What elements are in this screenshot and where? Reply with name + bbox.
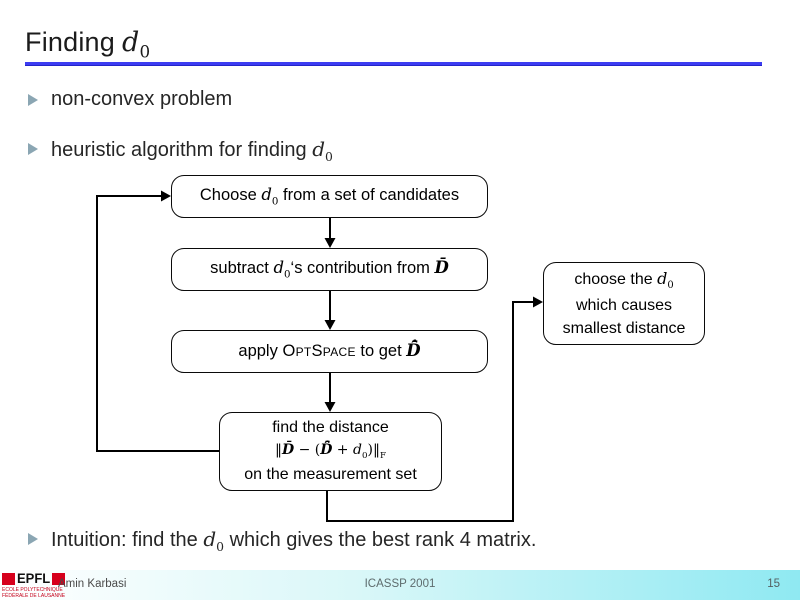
footer-bar: EPFL ECOLE POLYTECHNIQUE FÉDÉRALE DE LAU…: [0, 570, 800, 600]
distance-formula: ‖D̄ − (D̄̂ + d0)‖F: [274, 442, 386, 461]
flowchart-box-choose-candidate: Choose d0 from a set of candidates: [171, 175, 488, 218]
epfl-logo: EPFL ECOLE POLYTECHNIQUE FÉDÉRALE DE LAU…: [2, 570, 66, 599]
bullet-nonconvex: non-convex problem: [28, 88, 232, 111]
flowchart-box-find-distance: find the distance ‖D̄ − (D̄̂ + d0)‖F on …: [219, 412, 442, 491]
logo-text: EPFL: [17, 570, 51, 587]
title-math-d: d0: [121, 27, 151, 62]
distance-line1: find the distance: [272, 419, 389, 437]
title-underline: [25, 62, 762, 66]
logo-red-block-left: [2, 572, 15, 585]
footer-page-number: 15: [767, 578, 780, 590]
footer-author: Amin Karbasi: [58, 578, 127, 590]
bullet-triangle-icon: [28, 143, 38, 155]
flowchart-box-apply-optspace: apply OptSpace to get D̄̂: [171, 330, 488, 373]
title-text: Finding: [25, 27, 115, 57]
bullet-text: non-convex problem: [51, 88, 233, 110]
bullet-triangle-icon: [28, 533, 38, 545]
bullet-heuristic: heuristic algorithm for finding d0: [28, 137, 333, 164]
flowchart-box-subtract-contribution: subtract d0‘s contribution from D̄: [171, 248, 488, 291]
distance-line3: on the measurement set: [244, 465, 417, 483]
footer-conference: ICASSP 2001: [364, 578, 436, 590]
bullet-text: heuristic algorithm for finding d0: [51, 137, 333, 164]
logo-red-block-right: [52, 572, 66, 585]
optspace-label: OptSpace: [282, 342, 356, 361]
bullet-intuition: Intuition: find the d0 which gives the b…: [28, 527, 536, 554]
bullet-triangle-icon: [28, 94, 38, 106]
bullet-text: Intuition: find the d0 which gives the b…: [51, 527, 537, 554]
flowchart-box-choose-smallest: choose the d0 which causes smallest dist…: [543, 262, 705, 345]
matrix-dbar: D̄: [434, 258, 449, 278]
logo-caption: ECOLE POLYTECHNIQUE FÉDÉRALE DE LAUSANNE: [2, 587, 66, 599]
matrix-dhatbar: D̄̂: [406, 341, 421, 361]
